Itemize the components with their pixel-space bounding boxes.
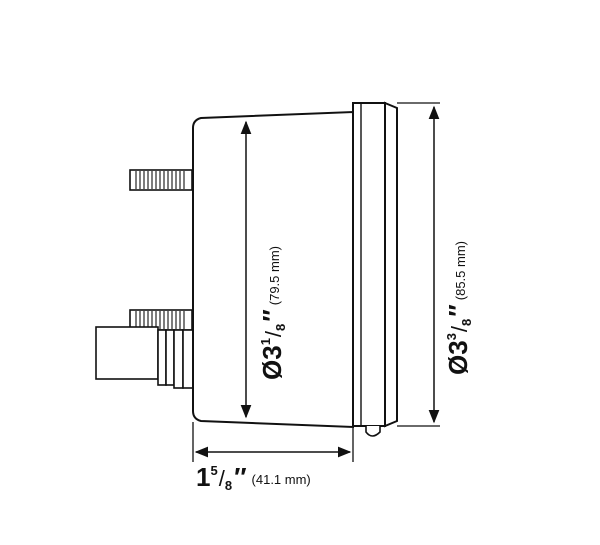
bezel-diameter-dimension-line <box>397 102 440 427</box>
body-diameter-label: Ø31/8″(79.5 mm) <box>257 246 288 380</box>
bulb-socket <box>95 326 194 389</box>
upper-threaded-stud <box>129 169 193 191</box>
lower-threaded-stud <box>129 309 193 331</box>
reset-knob <box>365 426 381 437</box>
bezel-diameter-label: Ø33/8″(85.5 mm) <box>443 241 474 375</box>
depth-label: 15/8″(41.1 mm) <box>196 462 311 493</box>
gauge-bezel <box>352 101 398 428</box>
depth-dimension-line <box>192 422 354 462</box>
